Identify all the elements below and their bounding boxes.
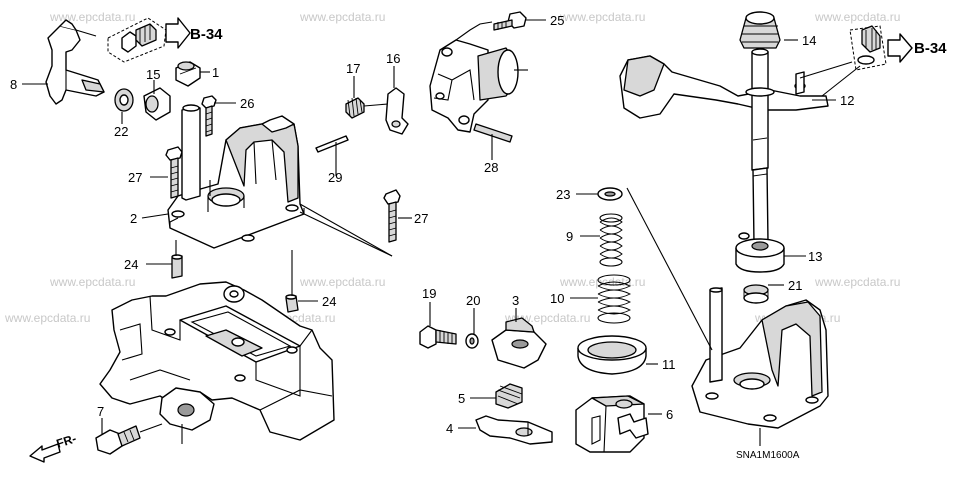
callout-28: 28 bbox=[484, 160, 498, 175]
callout-9: 9 bbox=[566, 229, 573, 244]
part-26-bolt bbox=[201, 95, 217, 137]
part-7-plug-bolt bbox=[95, 423, 163, 455]
leader-lines bbox=[299, 187, 713, 351]
part-4-interlock-lever bbox=[475, 415, 553, 445]
callout-12: 12 bbox=[840, 93, 854, 108]
callout-20: 20 bbox=[466, 293, 480, 308]
watermark: www.epcdata.ru bbox=[814, 10, 900, 24]
front-direction-indicator: FR- bbox=[29, 431, 78, 463]
part-25-bolt bbox=[493, 11, 527, 31]
part-29-pin bbox=[315, 135, 349, 168]
callout-19: 19 bbox=[422, 286, 436, 301]
shift-housing-assembly-right bbox=[691, 287, 829, 446]
part-10-spring bbox=[597, 274, 632, 324]
watermark: www.epcdata.ru bbox=[814, 275, 900, 289]
part-28-pin bbox=[473, 123, 513, 156]
part-5-spring bbox=[495, 383, 523, 409]
part-24-dowel-pin-right bbox=[285, 250, 299, 313]
part-13-collar bbox=[735, 232, 785, 273]
part-8-shift-lever bbox=[45, 19, 105, 105]
part-15-bush bbox=[143, 87, 171, 121]
watermark: www.epcdata.ru bbox=[559, 275, 645, 289]
watermark-layer: www.epcdata.ru www.epcdata.ru www.epcdat… bbox=[4, 10, 900, 325]
callout-6: 6 bbox=[666, 407, 673, 422]
part-19-bolt bbox=[419, 325, 457, 349]
sub-assembly-ref-right: B-34 bbox=[799, 25, 947, 97]
front-arrow-icon bbox=[29, 443, 61, 463]
watermark: www.epcdata.ru bbox=[49, 275, 135, 289]
callout-4: 4 bbox=[446, 421, 453, 436]
callout-22: 22 bbox=[114, 124, 128, 139]
callout-16: 16 bbox=[386, 51, 400, 66]
ref-arrow-right bbox=[887, 33, 913, 63]
callout-29: 29 bbox=[328, 170, 342, 185]
callout-14: 14 bbox=[802, 33, 816, 48]
callout-13: 13 bbox=[808, 249, 822, 264]
part-24-dowel-pin-left bbox=[171, 240, 183, 279]
part-11-spring-seat bbox=[577, 335, 647, 375]
part-16-detent-lever bbox=[385, 87, 409, 135]
part-1-plug bbox=[175, 61, 201, 87]
part-27-bolt-left bbox=[165, 146, 183, 199]
callout-11: 11 bbox=[662, 357, 676, 372]
callout-5: 5 bbox=[458, 391, 465, 406]
callout-24-right: 24 bbox=[322, 294, 336, 309]
front-label: FR- bbox=[55, 431, 78, 450]
callout-25: 25 bbox=[550, 13, 564, 28]
part-14-boot bbox=[739, 11, 781, 49]
ref-label-left: B-34 bbox=[190, 26, 223, 43]
watermark: www.epcdata.ru bbox=[299, 10, 385, 24]
callout-27-left: 27 bbox=[128, 170, 142, 185]
part-27-bolt-middle bbox=[383, 189, 401, 243]
callout-leaders bbox=[22, 19, 836, 434]
callout-numbers: 8 15 22 1 26 27 2 24 24 7 29 17 16 27 25… bbox=[10, 13, 854, 436]
callout-10: 10 bbox=[550, 291, 564, 306]
part-23-washer bbox=[597, 187, 623, 201]
callout-23: 23 bbox=[556, 187, 570, 202]
callout-21: 21 bbox=[788, 278, 802, 293]
callout-7: 7 bbox=[97, 404, 104, 419]
part-6-shift-guide-block bbox=[575, 395, 649, 453]
part-2-shift-housing bbox=[167, 104, 393, 257]
sub-assembly-ref-left: B-34 bbox=[107, 17, 223, 63]
callout-15: 15 bbox=[146, 67, 160, 82]
callout-8: 8 bbox=[10, 77, 17, 92]
watermark: www.epcdata.ru bbox=[4, 311, 90, 325]
part-20-washer bbox=[465, 333, 479, 349]
ref-label-right: B-34 bbox=[914, 40, 947, 57]
case-boss bbox=[159, 387, 215, 444]
callout-24-left: 24 bbox=[124, 257, 138, 272]
part-17-spring bbox=[345, 97, 389, 119]
part-3-interlock-guide bbox=[491, 317, 547, 369]
watermark: www.epcdata.ru bbox=[49, 10, 135, 24]
part-22-seal bbox=[114, 88, 134, 112]
callout-1: 1 bbox=[212, 65, 219, 80]
part-12-shift-arm-shaft bbox=[619, 48, 829, 245]
callout-2: 2 bbox=[130, 211, 137, 226]
part-21-oil-seal bbox=[743, 284, 769, 304]
diagram-code: SNA1M1600A bbox=[736, 450, 800, 461]
watermark: www.epcdata.ru bbox=[299, 275, 385, 289]
part-9-spring bbox=[599, 213, 623, 267]
transmission-case bbox=[99, 281, 335, 441]
part-18-solenoid-actuator bbox=[429, 21, 519, 133]
watermark: www.epcdata.ru bbox=[559, 10, 645, 24]
callout-26: 26 bbox=[240, 96, 254, 111]
callout-27-middle: 27 bbox=[414, 211, 428, 226]
callout-3: 3 bbox=[512, 293, 519, 308]
ref-arrow-left bbox=[165, 17, 191, 49]
callout-17: 17 bbox=[346, 61, 360, 76]
